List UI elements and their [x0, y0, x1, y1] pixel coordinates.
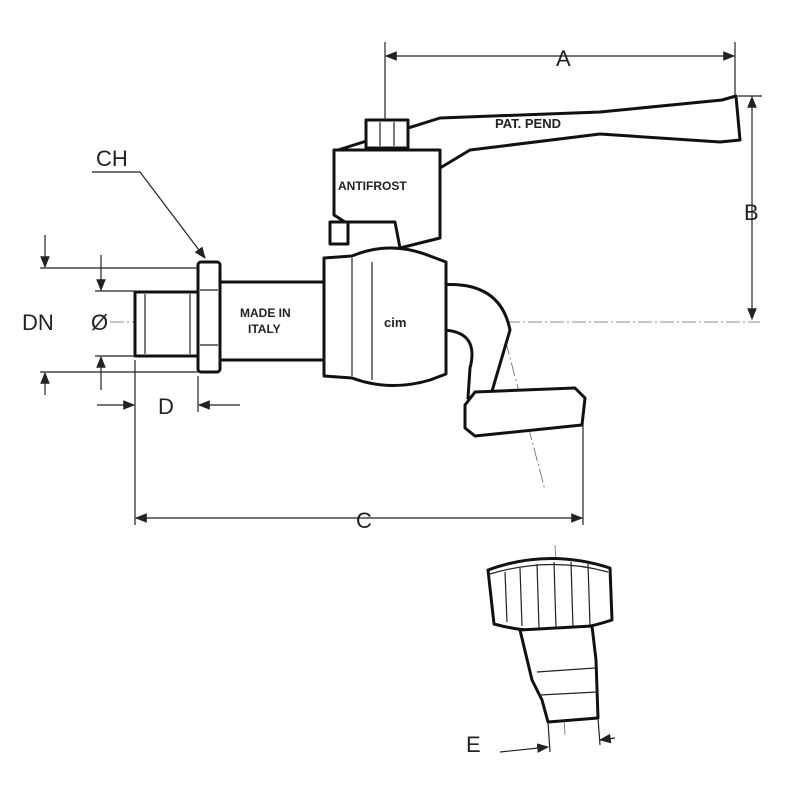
- pipe-marking-line1: MADE IN: [240, 306, 291, 320]
- dimension-a: A: [384, 42, 736, 122]
- brand-mark: cim: [384, 315, 406, 330]
- label-e: E: [466, 732, 481, 757]
- stem-nut: [364, 118, 410, 150]
- label-b: B: [744, 200, 759, 225]
- label-ch: CH: [96, 146, 128, 171]
- pipe-marking-line2: ITALY: [248, 322, 281, 336]
- label-c: C: [356, 508, 372, 533]
- spout-centerline: [499, 319, 546, 491]
- label-d: D: [158, 394, 174, 419]
- spout-flange: [463, 386, 587, 438]
- antifrost-block: [332, 148, 442, 250]
- dimension-dn: DN: [22, 235, 198, 395]
- spout: [438, 283, 512, 400]
- label-dn: DN: [22, 310, 54, 335]
- stem-lock: [328, 220, 350, 246]
- hose-adapter: [486, 557, 614, 724]
- dimension-d: D: [97, 360, 240, 525]
- pipe-section: [218, 280, 326, 362]
- hex-nut: [196, 260, 222, 374]
- dimension-b: B: [738, 95, 762, 321]
- label-a: A: [556, 46, 571, 71]
- label-diameter: Ø: [91, 310, 108, 335]
- lever-marking: PAT. PEND: [495, 116, 561, 131]
- dimension-diameter: Ø: [91, 255, 135, 390]
- dimension-e: E: [466, 717, 616, 757]
- dimension-c: C: [134, 420, 584, 533]
- stem-marking: ANTIFROST: [338, 179, 407, 193]
- dimension-ch: CH: [92, 146, 206, 259]
- valve-body: [322, 246, 448, 388]
